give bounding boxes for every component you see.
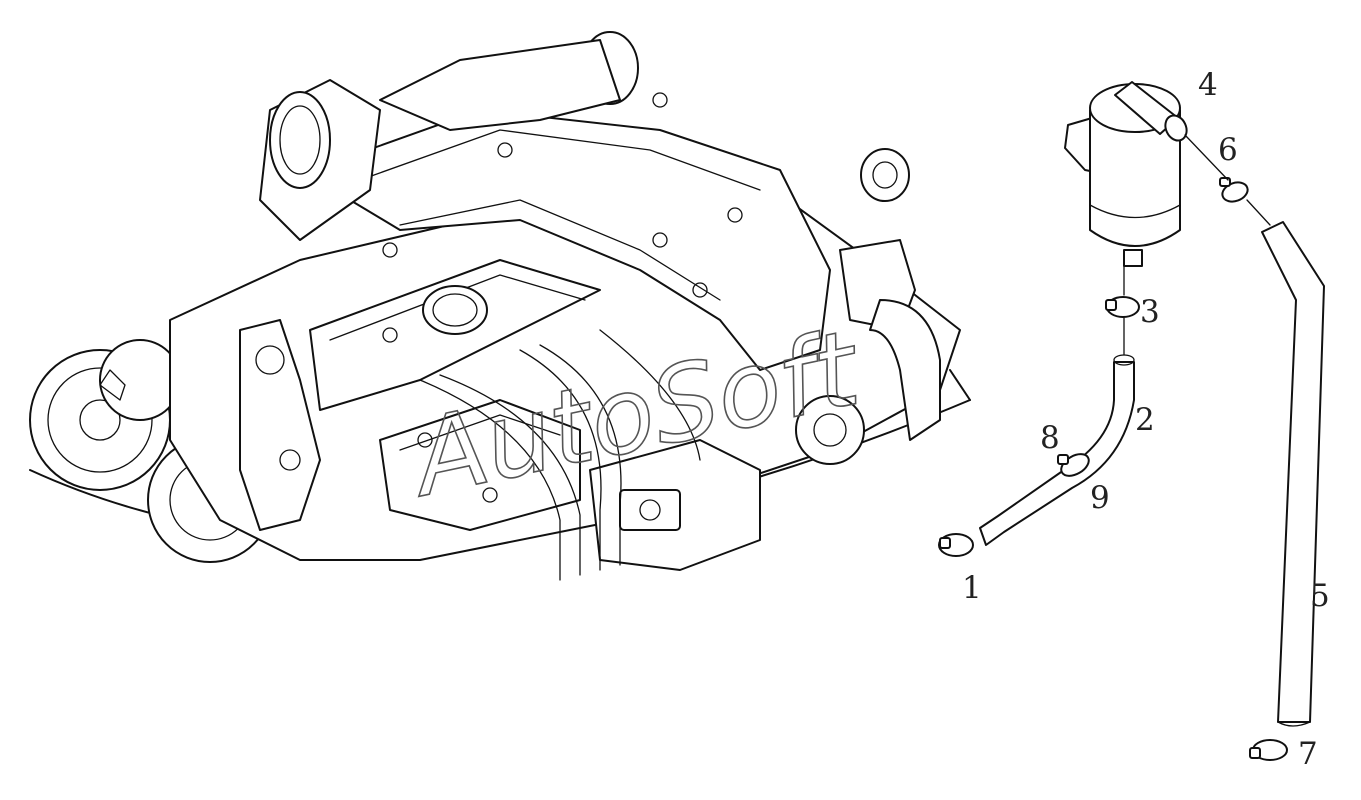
engine-assembly	[29, 31, 971, 581]
leader-lines	[1123, 134, 1271, 356]
intake-manifold	[339, 109, 831, 371]
clamp-6	[1219, 177, 1249, 203]
breather-canister	[1064, 81, 1188, 267]
callout-3: 3	[1140, 294, 1160, 330]
clamp-1	[938, 533, 974, 557]
callout-8: 8	[1040, 420, 1060, 456]
callout-4: 4	[1198, 67, 1218, 103]
bolts	[382, 92, 743, 503]
hose-5	[1261, 221, 1325, 723]
callout-labels: 1 2 3 4 5 6 7 8 9	[962, 67, 1330, 772]
injector-lines	[419, 329, 701, 581]
breather-parts	[938, 81, 1325, 761]
hose-2	[979, 361, 1135, 546]
callout-9: 9	[1090, 480, 1110, 516]
callout-5: 5	[1310, 578, 1330, 614]
clamp-9	[1057, 453, 1090, 477]
callout-2: 2	[1135, 402, 1155, 438]
clamp-7	[1249, 739, 1288, 761]
callout-7: 7	[1298, 736, 1318, 772]
callout-6: 6	[1218, 132, 1238, 168]
clamp-3	[1105, 296, 1140, 318]
callout-1: 1	[962, 570, 982, 606]
